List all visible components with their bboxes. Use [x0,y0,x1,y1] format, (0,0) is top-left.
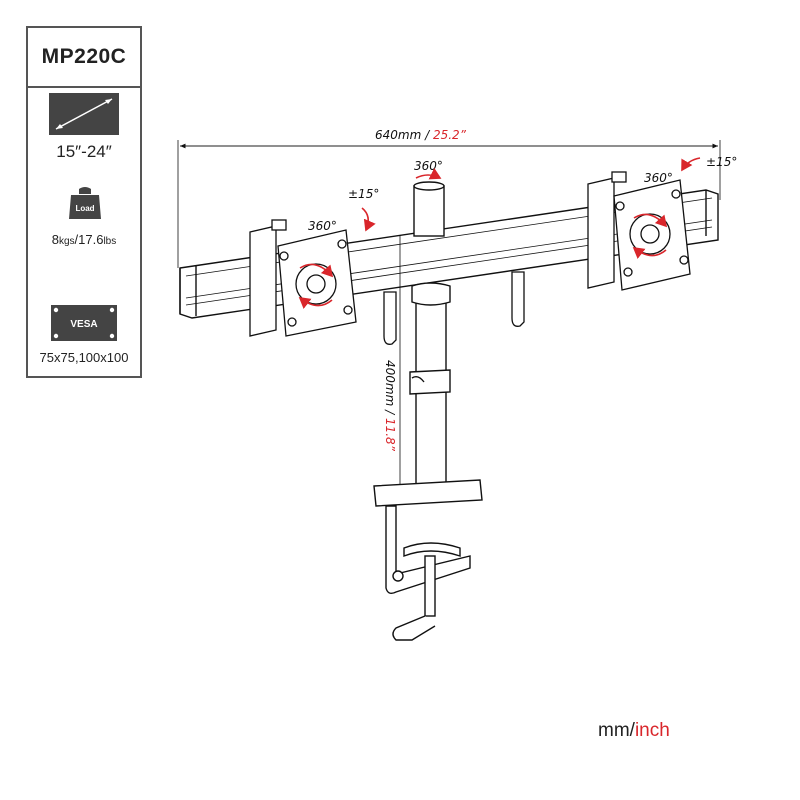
load-badge: Load [75,204,94,213]
units-mm: mm/ [598,720,635,741]
cable-hooks [383,271,525,345]
width-mm-label: 640mm / [375,128,433,142]
height-mm-label: 400mm / [383,360,397,418]
right-vesa-plate [587,171,691,291]
desk-clamp [373,479,483,641]
screen-size: 15″-24″ [56,142,112,161]
load-capacity: 8kgs/17.6lbs [28,232,140,247]
width-in-label: 25.2” [433,128,467,142]
vesa-sizes: 75x75,100x100 [39,350,129,365]
spec-panel: MP220C 15″-24″ Load 8kgs/17.6lbs VESA 75… [26,26,142,378]
pole-rotation-indicator: 360° [414,159,443,180]
load-value: 8 [51,232,59,247]
svg-text:400mm / 11.8”: 400mm / 11.8” [383,360,397,452]
height-in-label: 11.8” [383,418,397,452]
right-rotation-label: 360° [644,171,673,185]
screen-diagonal-icon [49,93,119,135]
weight-icon: Load [69,187,101,219]
load-unit-kg: kgs [58,236,75,247]
left-rotation-indicators: ±15° 360° [308,187,379,233]
pole-rotation-label: 360° [414,159,443,173]
height-dimension: 400mm / 11.8” [383,235,401,484]
pole [409,181,451,487]
left-vesa-plate [249,219,357,337]
right-rotation-indicators: ±15° 360° [644,155,737,185]
left-rotation-label: 360° [308,219,337,233]
right-tilt-label: ±15° [706,155,737,169]
units-inch: inch [634,720,670,741]
width-dimension: 640mm / 25.2” [177,128,721,268]
vesa-plate-icon: VESA [51,305,117,341]
model-name: MP220C [28,28,140,88]
vesa-badge: VESA [70,319,97,330]
load-unit-lb: lbs [103,236,117,247]
load-separator: /17.6 [74,232,104,247]
units-legend: mm/inch [598,720,670,742]
svg-text:640mm / 25.2”: 640mm / 25.2” [375,128,467,142]
left-tilt-label: ±15° [348,187,379,201]
